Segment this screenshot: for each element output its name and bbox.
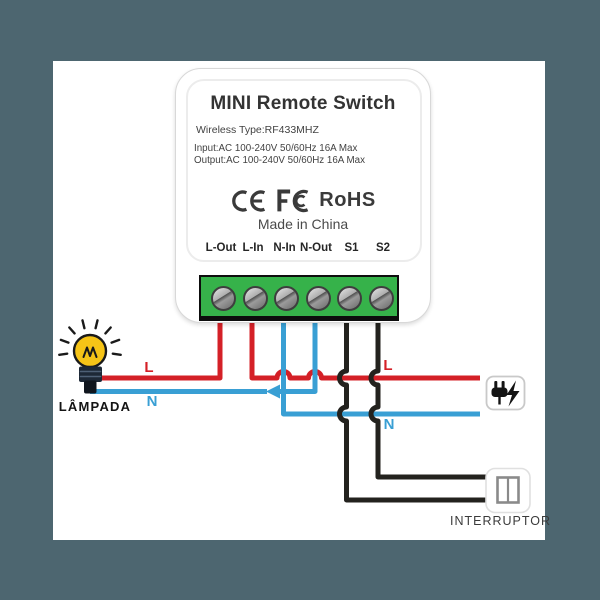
power-plug-icon	[485, 375, 526, 411]
switch-label: INTERRUPTOR	[450, 514, 552, 528]
lamp-icon	[58, 319, 122, 394]
lightning-bolt-icon	[506, 380, 520, 407]
ce-mark-icon	[232, 189, 266, 212]
fcc-mark-icon	[277, 188, 309, 212]
live-wire-mains	[249, 310, 480, 381]
screw-slot	[212, 288, 234, 308]
neutral-wire-nout	[279, 310, 318, 394]
made-in-label: Made in China	[257, 216, 349, 232]
device-face-ridge	[186, 79, 422, 262]
device-title: MINI Remote Switch	[210, 93, 396, 114]
mains-live-label: L	[383, 357, 393, 374]
neutral-wire-mains	[281, 310, 480, 417]
mains-neutral-label: N	[383, 416, 395, 433]
terminal-screw	[368, 285, 394, 311]
lamp-neutral-label: N	[146, 393, 158, 410]
rocker-switch-icon	[485, 467, 531, 514]
screw-slot	[244, 288, 266, 308]
terminal-screw	[305, 285, 331, 311]
neutral-arrowhead	[266, 384, 280, 399]
live-wire-lamp	[99, 310, 223, 381]
screw-slot	[276, 288, 297, 308]
lamp-base-nub	[84, 380, 97, 394]
terminal-screw	[210, 285, 236, 311]
lamp-base	[79, 366, 102, 382]
device-output-rating: Output:AC 100-240V 50/60Hz 16A Max	[194, 155, 366, 166]
lamp-live-label: L	[144, 359, 154, 376]
switch-device: MINI Remote Switch Wireless Type:RF433MH…	[175, 68, 431, 323]
device-wireless-type: Wireless Type:RF433MHZ	[196, 124, 319, 136]
signal-wire-s1	[337, 310, 486, 503]
lamp-bulb	[72, 333, 108, 369]
terminal-label-lin: L-In	[242, 242, 264, 254]
terminal-block	[199, 275, 399, 321]
terminal-label-s2: S2	[375, 242, 391, 254]
signal-wire-s2	[368, 310, 486, 480]
terminal-label-lout: L-Out	[205, 242, 237, 254]
device-input-rating: Input:AC 100-240V 50/60Hz 16A Max	[194, 143, 358, 154]
terminal-label-nin: N-In	[273, 242, 296, 254]
screw-slot	[339, 288, 360, 308]
terminal-screw	[242, 285, 268, 311]
terminal-screw	[274, 285, 299, 311]
lamp-label: LÂMPADA	[58, 399, 132, 414]
terminal-screw	[337, 285, 362, 311]
terminal-label-s1: S1	[344, 242, 359, 254]
certification-row: RoHS	[176, 187, 430, 214]
screw-slot	[370, 288, 392, 308]
lamp-filament	[82, 346, 98, 358]
terminal-label-nout: N-Out	[300, 242, 332, 254]
screw-slot	[307, 288, 329, 308]
lamp-rays	[58, 319, 122, 356]
rohs-mark: RoHS	[319, 189, 376, 211]
